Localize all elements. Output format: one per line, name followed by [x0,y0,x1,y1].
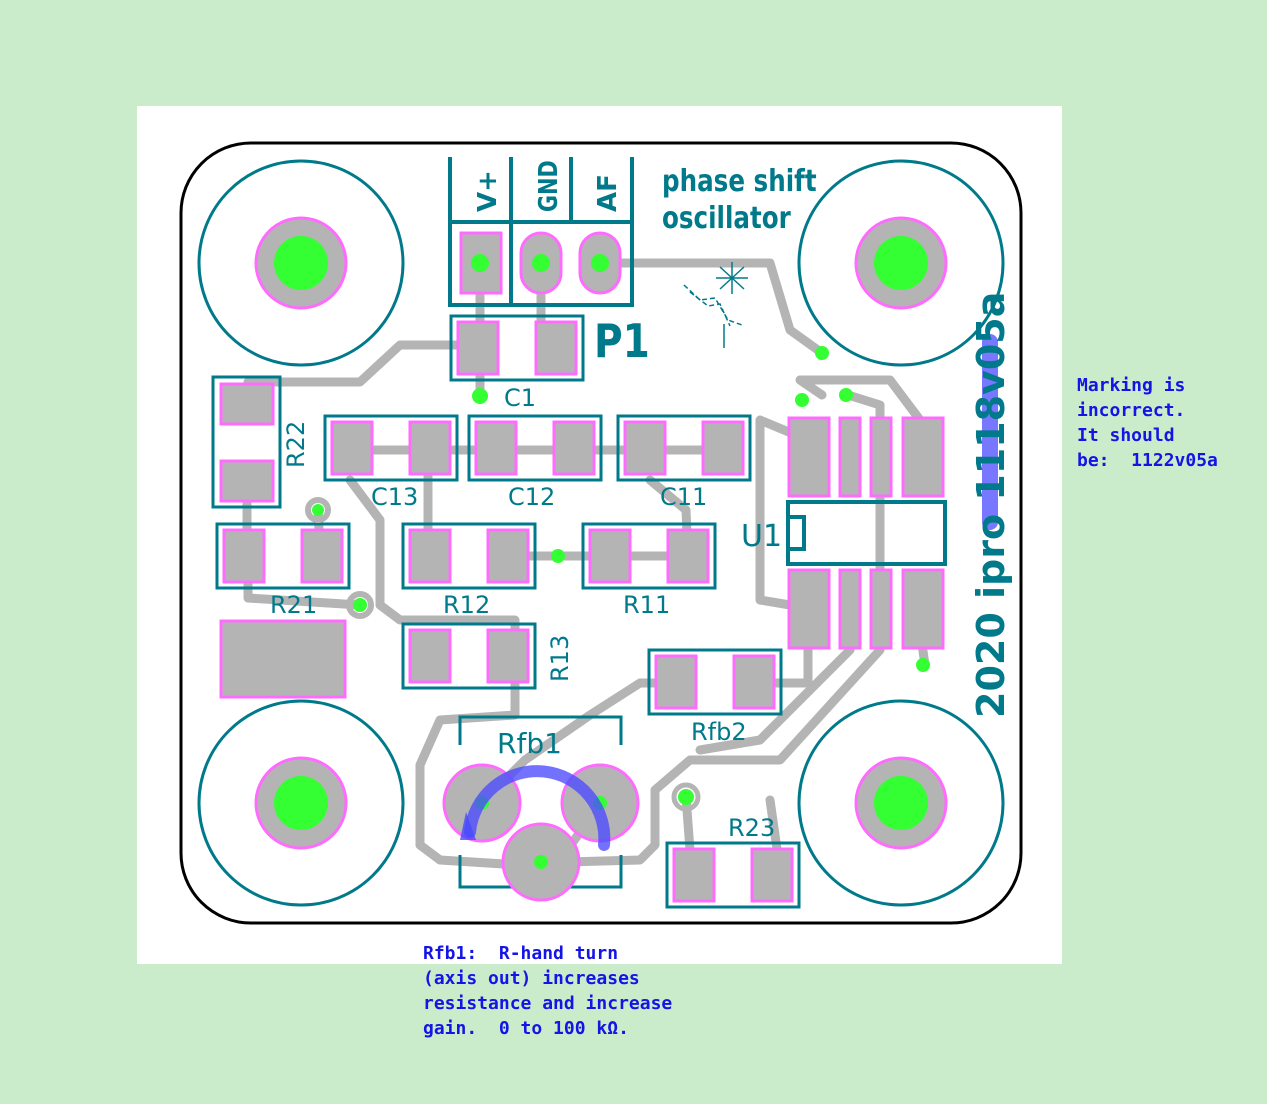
board-title-line2: oscillator [662,202,791,236]
rfb1-usage-note: Rfb1: R-hand turn (axis out) increases r… [423,943,673,1039]
silkscreen [197,157,1005,909]
silkscreen-text: phase shift oscillator V+ GND AF P1 C1 C… [270,160,1013,842]
mount-hole-bottom-right [797,699,1005,907]
label-rfb1: Rfb1 [497,727,562,760]
mount-hole-top-right [797,159,1005,367]
rotation-arrow-icon [464,765,611,851]
label-r12: R12 [443,591,490,619]
pin-label-vplus: V+ [473,170,503,212]
mount-hole-top-left [197,159,405,367]
label-r23: R23 [728,814,775,842]
label-r22: R22 [282,421,310,468]
marking-highlight [982,334,998,530]
label-r13: R13 [546,635,574,682]
connector-ref-p1: P1 [594,315,650,369]
mount-hole-bottom-left [197,699,405,907]
annotations [460,334,998,851]
label-c11: C11 [660,483,707,511]
c1-outline [449,314,585,382]
board-marking-vertical: 2020 ipro 1118v05a [969,292,1013,718]
pin-label-gnd: GND [533,160,564,212]
marking-correction-note: Marking is incorrect. It should be: 1122… [1077,375,1218,471]
oscillator-symbol-icon [683,262,748,348]
label-r21: R21 [270,591,317,619]
label-c12: C12 [508,483,555,511]
p1-body [448,220,634,307]
label-u1: U1 [741,519,782,554]
label-rfb2: Rfb2 [691,718,747,746]
label-c13: C13 [371,483,418,511]
board-title-line1: phase shift [662,165,817,199]
label-c1: C1 [504,384,536,412]
label-r11: R11 [623,591,670,619]
pin-label-af: AF [593,174,623,212]
board-outline [179,141,1023,925]
